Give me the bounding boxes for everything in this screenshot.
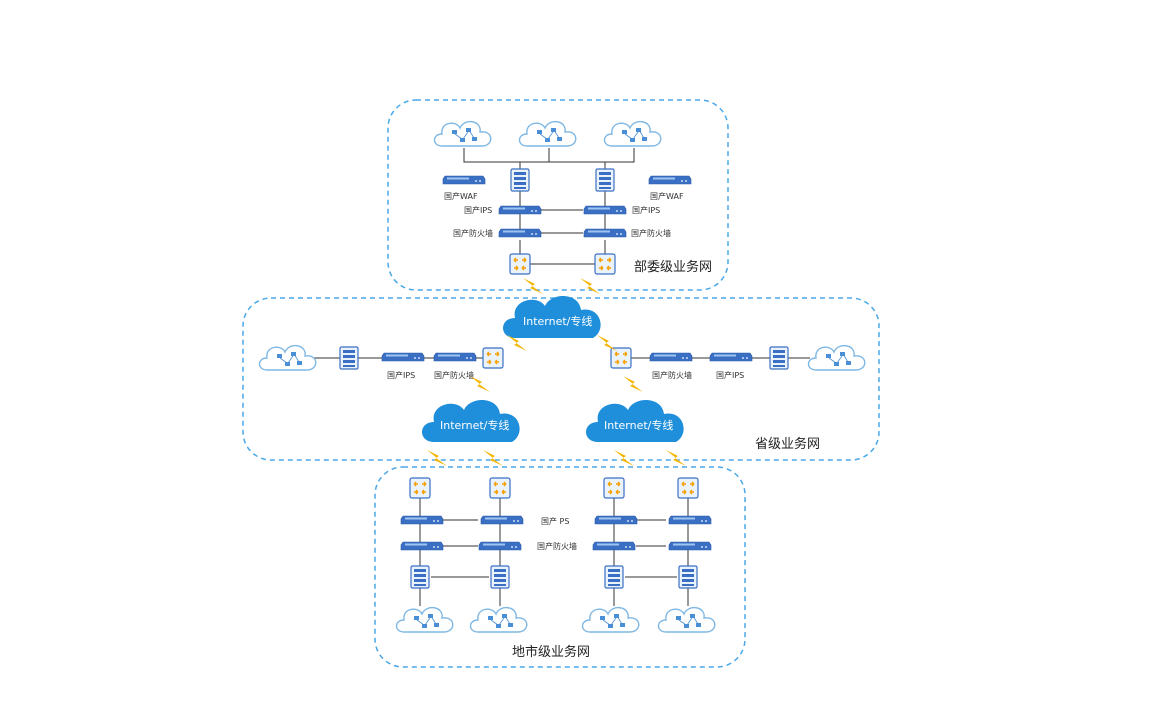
cloud-label-top: Internet/专线 — [523, 314, 592, 328]
server-icon — [510, 168, 530, 192]
label-m-fw-left: 国产防火墙 — [453, 228, 493, 238]
ips-appliance-icon — [709, 352, 753, 362]
label-p-ips-right: 国产IPS — [716, 370, 744, 380]
firewall-appliance-icon — [478, 541, 522, 551]
server-icon — [769, 346, 789, 370]
firewall-appliance-icon — [583, 228, 627, 238]
cloud-label-right: Internet/专线 — [604, 418, 673, 432]
firewall-appliance-icon — [668, 541, 712, 551]
firewall-appliance-icon — [433, 352, 477, 362]
label-c-ips: 国产 PS — [541, 516, 569, 526]
ministry-zone — [387, 99, 729, 291]
firewall-appliance-icon — [649, 352, 693, 362]
lightning-icon — [580, 278, 600, 294]
ips-appliance-icon — [594, 515, 638, 525]
ips-appliance-icon — [583, 205, 627, 215]
label-m-waf-left: 国产WAF — [444, 191, 478, 201]
server-icon — [595, 168, 615, 192]
city-network-icon — [657, 606, 716, 633]
ministry-network-icon — [603, 120, 662, 147]
server-icon — [678, 565, 698, 589]
firewall-appliance-icon — [400, 541, 444, 551]
ips-appliance-icon — [498, 205, 542, 215]
lightning-icon — [614, 450, 634, 466]
lightning-icon — [666, 450, 686, 466]
cloud-label-left: Internet/专线 — [440, 418, 509, 432]
label-m-fw-right: 国产防火墙 — [631, 228, 671, 238]
ministry-network-icon — [433, 120, 492, 147]
lightning-icon — [483, 450, 503, 466]
zone-label-city: 地市级业务网 — [512, 644, 590, 660]
lightning-icon — [427, 450, 447, 466]
label-c-fw: 国产防火墙 — [537, 541, 577, 551]
router-icon — [603, 477, 625, 499]
waf-appliance-icon — [648, 175, 692, 185]
router-icon — [489, 477, 511, 499]
province-network-icon — [807, 344, 866, 371]
city-zone — [374, 466, 746, 668]
city-network-icon — [469, 606, 528, 633]
server-icon — [490, 565, 510, 589]
label-p-ips-left: 国产IPS — [387, 370, 415, 380]
server-icon — [339, 346, 359, 370]
city-network-icon — [395, 606, 454, 633]
waf-appliance-icon — [442, 175, 486, 185]
server-icon — [604, 565, 624, 589]
lightning-icon — [523, 278, 543, 294]
label-p-fw-left: 国产防火墙 — [434, 370, 474, 380]
ips-appliance-icon — [400, 515, 444, 525]
firewall-appliance-icon — [592, 541, 636, 551]
ips-appliance-icon — [668, 515, 712, 525]
province-network-icon — [258, 344, 317, 371]
router-icon — [482, 347, 504, 369]
ministry-network-icon — [518, 120, 577, 147]
lightning-icon — [470, 376, 490, 392]
city-network-icon — [581, 606, 640, 633]
zone-label-ministry: 部委级业务网 — [634, 259, 712, 275]
router-icon — [677, 477, 699, 499]
lightning-icon — [623, 376, 643, 392]
router-icon — [509, 253, 531, 275]
router-icon — [409, 477, 431, 499]
router-icon — [610, 347, 632, 369]
ips-appliance-icon — [480, 515, 524, 525]
label-m-waf-right: 国产WAF — [650, 191, 684, 201]
label-p-fw-right: 国产防火墙 — [652, 370, 692, 380]
server-icon — [410, 565, 430, 589]
firewall-appliance-icon — [498, 228, 542, 238]
label-m-ips-right: 国产IPS — [632, 205, 660, 215]
router-icon — [594, 253, 616, 275]
zone-label-province: 省级业务网 — [755, 436, 820, 452]
label-m-ips-left: 国产IPS — [464, 205, 492, 215]
ips-appliance-icon — [381, 352, 425, 362]
city-links — [419, 498, 689, 606]
